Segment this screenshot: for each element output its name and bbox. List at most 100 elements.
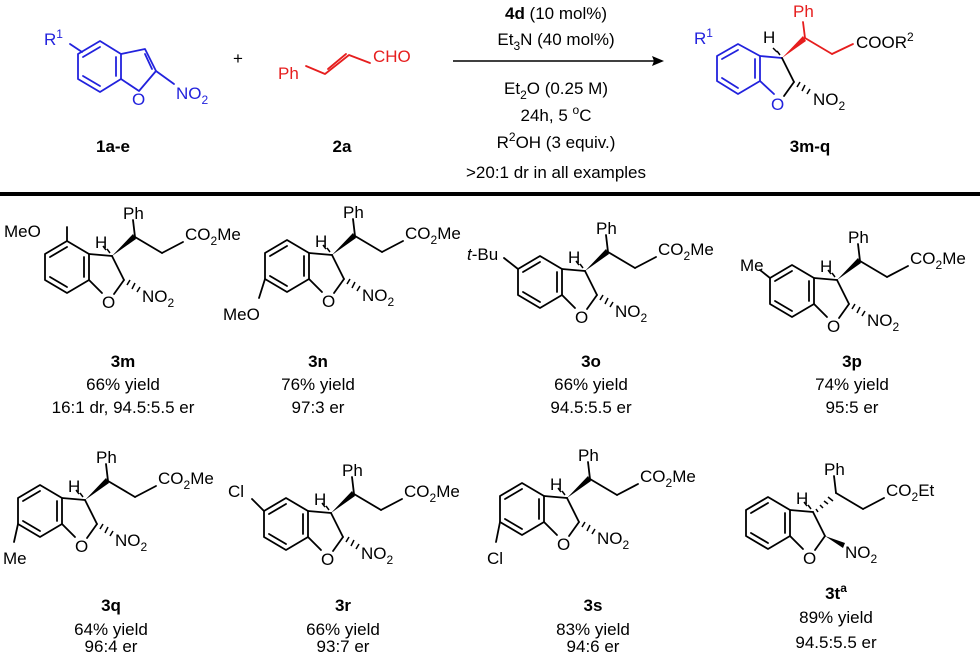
catalyst-condition: 4d (10 mol%)	[505, 4, 607, 23]
ester-label: CO2Me	[158, 469, 214, 492]
example-3o-id: 3o	[581, 352, 601, 371]
no2-label: NO2	[115, 531, 148, 554]
example-3t-selectivity: 94.5:5.5 er	[795, 633, 877, 652]
example-3m: MeO H Ph O NO2 CO2Me	[4, 204, 241, 312]
h-label: H	[796, 489, 808, 508]
oxygen-label: O	[557, 535, 570, 554]
h-label: H	[68, 477, 80, 496]
reactant-1-structure: R1 O NO2	[44, 27, 209, 109]
diastereoselectivity-note: >20:1 dr in all examples	[466, 163, 646, 182]
substituent-label: Me	[740, 256, 764, 275]
phenyl-label: Ph	[343, 203, 364, 222]
example-3q-id: 3q	[101, 596, 121, 615]
oxygen-label: O	[827, 317, 840, 336]
alcohol-condition: R2OH (3 equiv.)	[497, 130, 616, 152]
example-3s-selectivity: 94:6 er	[567, 637, 620, 654]
phenyl-label: Ph	[848, 228, 869, 247]
substituent-label: Cl	[228, 482, 244, 501]
example-3m-id: 3m	[111, 352, 136, 371]
example-3t: H Ph O NO2 CO2Et	[745, 460, 935, 568]
example-3t-yield: 89% yield	[799, 608, 873, 627]
no2-label: NO2	[845, 543, 878, 566]
h-label: H	[820, 257, 832, 276]
example-3p: Me H Ph O NO2 CO2Me	[740, 228, 966, 336]
example-3t-id: 3ta	[825, 581, 847, 603]
example-3m-selectivity: 16:1 dr, 94.5:5.5 er	[52, 398, 195, 417]
reactant-2-structure: Ph CHO	[278, 47, 411, 83]
example-3q-selectivity: 96:4 er	[85, 637, 138, 654]
no2-label: NO2	[362, 286, 395, 309]
oxygen-label: O	[322, 292, 335, 311]
product-r1-label: R1	[694, 26, 713, 48]
oxygen-label: O	[803, 549, 816, 568]
substituent-label: Me	[3, 549, 27, 568]
ester-label: CO2Me	[910, 249, 966, 272]
example-3r-selectivity: 93:7 er	[317, 637, 370, 654]
phenyl-label: Ph	[123, 204, 144, 223]
section-divider	[0, 192, 980, 196]
reaction-arrow	[453, 56, 664, 66]
oxygen-label: O	[321, 550, 334, 569]
base-condition: Et3N (40 mol%)	[497, 30, 614, 53]
aldehyde-label: CHO	[373, 47, 411, 66]
example-3p-id: 3p	[842, 352, 862, 371]
solvent-condition: Et2O (0.25 M)	[504, 79, 608, 102]
no2-label: NO2	[361, 544, 394, 567]
h-label: H	[95, 233, 107, 252]
phenyl-label: Ph	[824, 460, 845, 479]
example-3q: Me H Ph O NO2 CO2Me	[3, 448, 214, 568]
ester-label: CO2Et	[886, 481, 935, 504]
example-3o: t-Bu H Ph O NO2 CO2Me	[467, 219, 714, 327]
reactant-1-id: 1a-e	[96, 137, 130, 156]
example-3s-id: 3s	[584, 596, 603, 615]
no2-label: NO2	[597, 529, 630, 552]
time-temperature-condition: 24h, 5 oC	[521, 103, 592, 125]
h-label: H	[568, 248, 580, 267]
example-3n-selectivity: 97:3 er	[292, 398, 345, 417]
example-3s: Cl H Ph O NO2 CO2Me	[487, 446, 696, 568]
product-h-label: H	[763, 28, 775, 47]
product-phenyl-label: Ph	[793, 2, 814, 21]
example-3p-selectivity: 95:5 er	[826, 398, 879, 417]
example-3r-id: 3r	[335, 596, 351, 615]
phenyl-label: Ph	[342, 461, 363, 480]
substituent-label: MeO	[4, 222, 41, 241]
substituent-label: t-Bu	[467, 245, 498, 264]
substituent-label: Cl	[487, 549, 503, 568]
oxygen-label: O	[132, 90, 145, 109]
example-3p-yield: 74% yield	[815, 375, 889, 394]
plus-sign: +	[233, 49, 243, 68]
example-3n-id: 3n	[308, 352, 328, 371]
oxygen-label: O	[102, 293, 115, 312]
r1-label: R1	[44, 27, 63, 49]
h-label: H	[315, 232, 327, 251]
example-3o-selectivity: 94.5:5.5 er	[550, 398, 632, 417]
phenyl-label: Ph	[578, 446, 599, 465]
example-3n-yield: 76% yield	[281, 375, 355, 394]
example-3m-yield: 66% yield	[86, 375, 160, 394]
ester-label: CO2Me	[405, 224, 461, 247]
no2-label: NO2	[176, 84, 209, 107]
example-3o-yield: 66% yield	[554, 375, 628, 394]
product-id: 3m-q	[790, 137, 831, 156]
product-oxygen-label: O	[771, 95, 784, 114]
no2-label: NO2	[142, 287, 175, 310]
substituent-label: MeO	[223, 305, 260, 324]
ester-label: CO2Me	[185, 225, 241, 248]
product-structure: H Ph R1 O NO2 COOR2	[694, 2, 914, 114]
phenyl-label: Ph	[596, 219, 617, 238]
example-3r-yield: 66% yield	[306, 620, 380, 639]
example-3s-yield: 83% yield	[556, 620, 630, 639]
oxygen-label: O	[75, 537, 88, 556]
phenyl-label: Ph	[278, 64, 299, 83]
no2-label: NO2	[615, 302, 648, 325]
no2-label: NO2	[867, 311, 900, 334]
h-label: H	[550, 475, 562, 494]
h-label: H	[314, 490, 326, 509]
ester-label: CO2Me	[640, 467, 696, 490]
example-3r: Cl H Ph O NO2 CO2Me	[228, 461, 460, 569]
product-no2-label: NO2	[813, 90, 846, 113]
phenyl-label: Ph	[96, 448, 117, 467]
product-ester-label: COOR2	[856, 30, 914, 52]
